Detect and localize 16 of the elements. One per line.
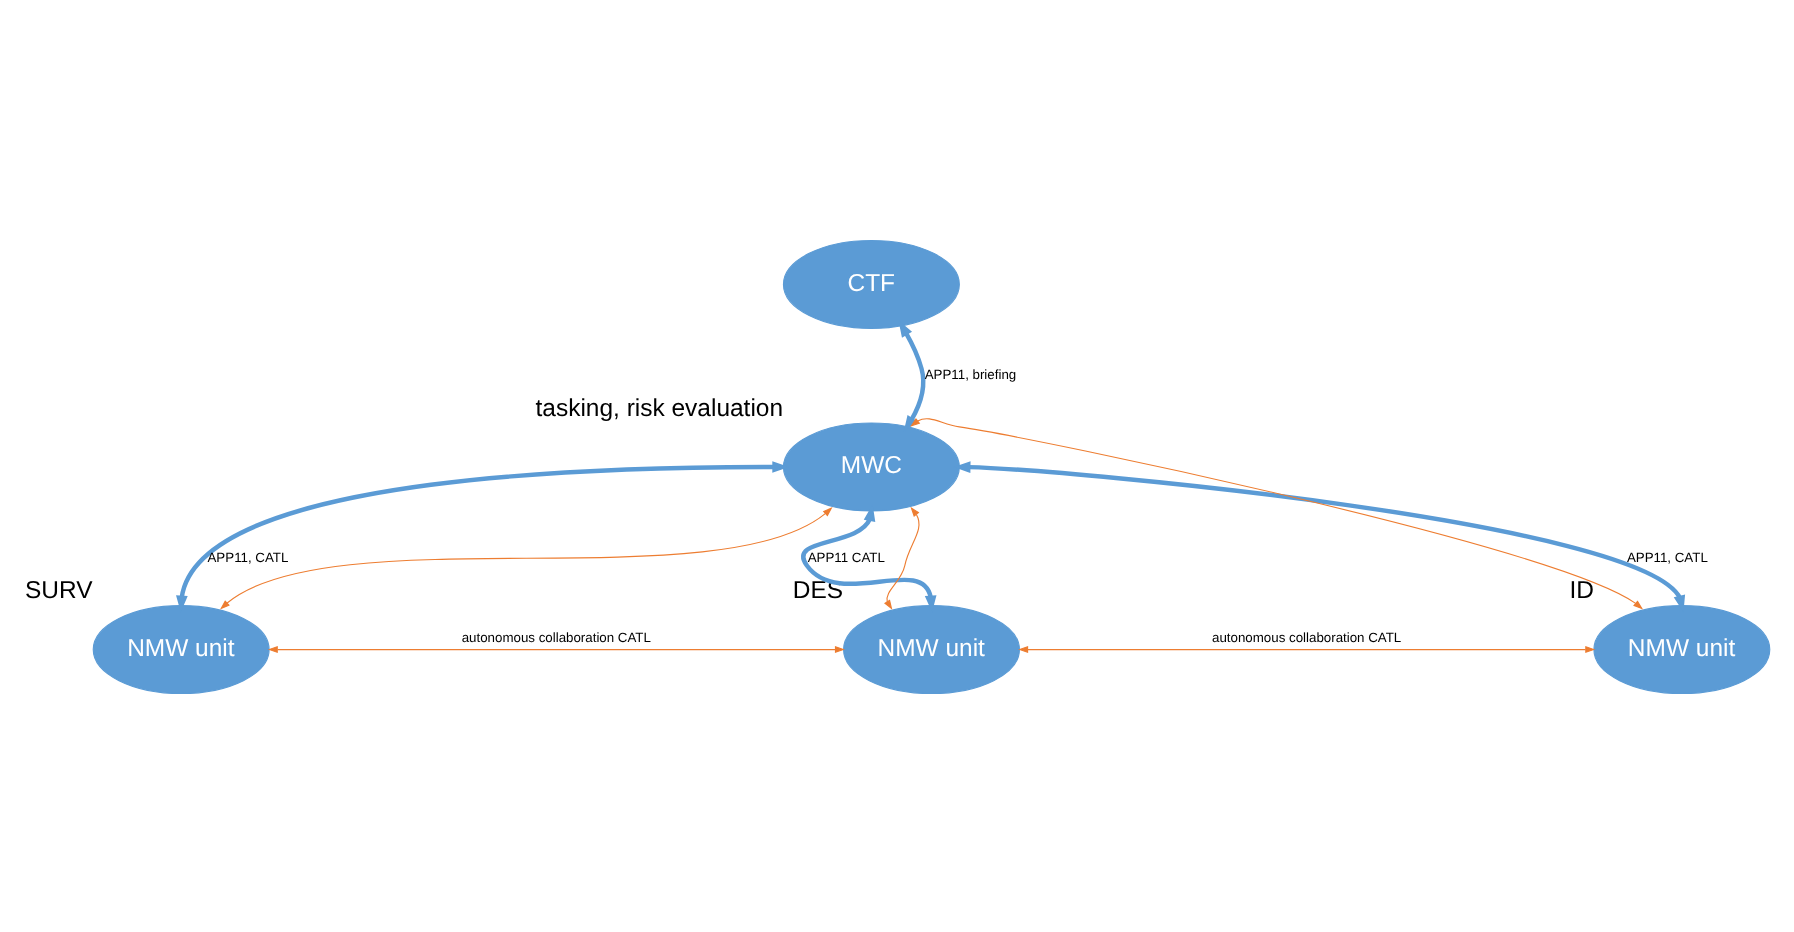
node-ellipse: CTF bbox=[782, 238, 960, 328]
arrow bbox=[910, 416, 1644, 609]
arrow bbox=[801, 503, 937, 612]
arrow bbox=[884, 505, 920, 609]
arrow bbox=[1018, 645, 1596, 653]
node-ellipse: NMW unit bbox=[843, 604, 1020, 694]
arrow bbox=[898, 319, 926, 432]
arrow bbox=[953, 460, 1686, 612]
node-label: tasking, risk evaluation bbox=[535, 392, 784, 421]
arrow bbox=[220, 506, 833, 609]
node-ellipse: NMW unit bbox=[92, 604, 270, 694]
node-label: ID bbox=[1569, 575, 1594, 604]
arrow bbox=[267, 645, 845, 653]
node-ellipse: NMW unit bbox=[1593, 604, 1771, 694]
node-ellipse: MWC bbox=[782, 421, 960, 511]
node-label: SURV bbox=[24, 575, 93, 604]
